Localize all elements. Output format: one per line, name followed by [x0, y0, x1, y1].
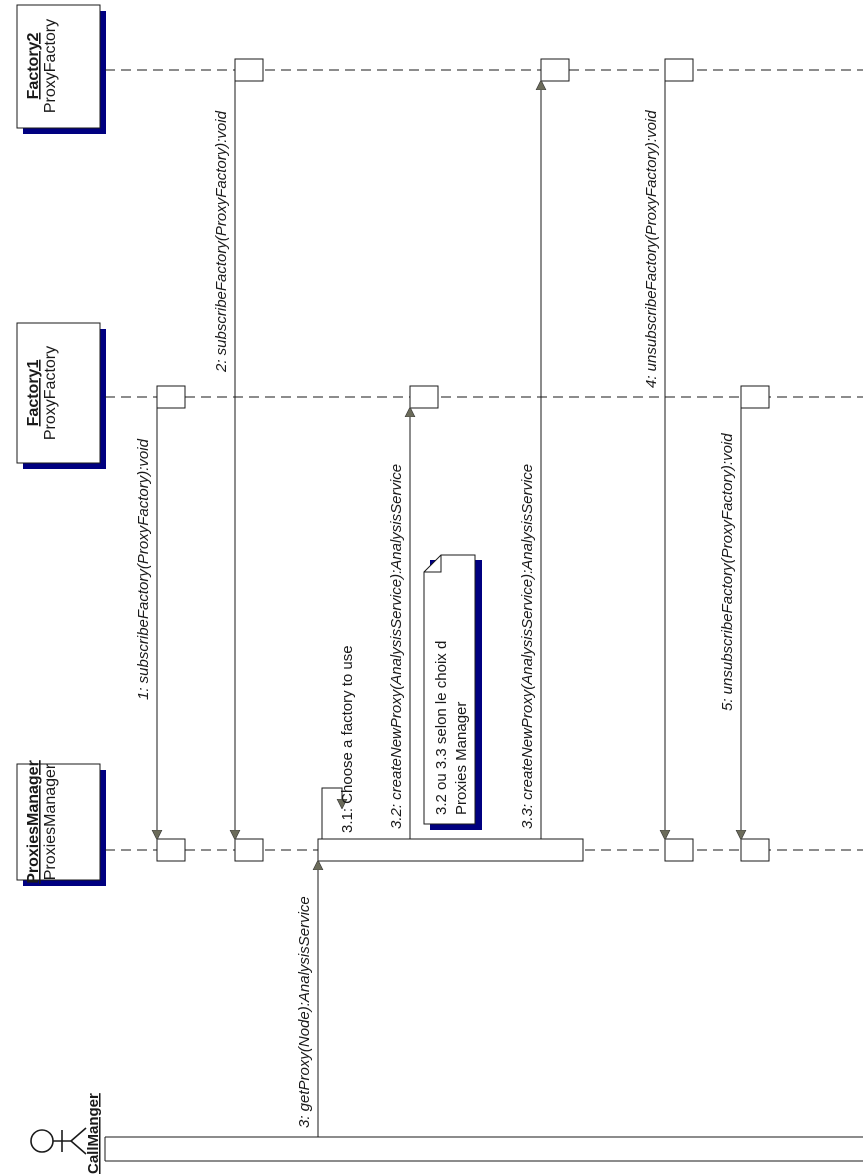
- lifeline-factory1: Factory1 ProxyFactory: [16, 322, 863, 469]
- note-text-line-2: Proxies Manager: [453, 702, 470, 815]
- activation-box: [156, 838, 186, 862]
- message-label: 3.3: createNewProxy(AnalysisService):Ana…: [519, 464, 536, 829]
- object-class: ProxyFactory: [42, 19, 59, 113]
- activations: [156, 58, 770, 862]
- activation-box: [740, 838, 770, 862]
- activation-box: [664, 838, 694, 862]
- message-5: 5: unsubscribeFactory(ProxyFactory):void: [719, 408, 741, 839]
- object-class: ProxyFactory: [42, 346, 59, 440]
- activation-box: [740, 385, 770, 409]
- note: 3.2 ou 3.3 selon le choix d Proxies Mana…: [423, 554, 482, 830]
- message-label: 2: subscribeFactory(ProxyFactory):void: [213, 110, 230, 373]
- message-4: 4: unsubscribeFactory(ProxyFactory):void: [643, 81, 665, 839]
- lifeline-factory2: Factory2 ProxyFactory: [16, 4, 863, 134]
- message-1: 1: subscribeFactory(ProxyFactory):void: [135, 408, 157, 839]
- self-message-arrow: [321, 787, 342, 839]
- message-label: 4: unsubscribeFactory(ProxyFactory):void: [643, 110, 660, 388]
- lifeline-proxies-manager: ProxiesManager ProxiesManager: [16, 760, 863, 886]
- activation-box: [156, 385, 186, 409]
- actor-label: CallManger: [85, 1093, 102, 1174]
- message-3-1: 3.1: Choose a factory to use: [321, 645, 356, 839]
- activation-box: [540, 58, 570, 82]
- message-label: 1: subscribeFactory(ProxyFactory):void: [135, 438, 152, 700]
- activation-box: [409, 385, 439, 409]
- activation-box: [234, 838, 264, 862]
- message-label: 3.2: createNewProxy(AnalysisService):Ana…: [388, 464, 405, 829]
- note-fold: [424, 555, 442, 573]
- note-text-line-1: 3.2 ou 3.3 selon le choix d: [433, 641, 450, 815]
- message-2: 2: subscribeFactory(ProxyFactory):void: [213, 81, 235, 839]
- object-name: Factory2: [25, 33, 42, 100]
- message-label: 5: unsubscribeFactory(ProxyFactory):void: [719, 433, 736, 711]
- message-3-2: 3.2: createNewProxy(AnalysisService):Ana…: [388, 408, 410, 839]
- object-name: Factory1: [25, 360, 42, 427]
- message-label: 3.1: Choose a factory to use: [339, 645, 356, 833]
- note-shape: [423, 554, 476, 825]
- actor-callmanger: CallManger: [30, 1093, 863, 1174]
- message-3: 3: getProxy(Node):AnalysisService: [296, 861, 318, 1137]
- object-name: ProxiesManager: [25, 760, 42, 884]
- activation-box: [234, 58, 264, 82]
- object-class: ProxiesManager: [42, 763, 59, 880]
- message-3-3: 3.3: createNewProxy(AnalysisService):Ana…: [519, 81, 541, 839]
- activation-box: [317, 838, 584, 862]
- actor-stick-figure-icon: [30, 1127, 87, 1155]
- message-label: 3: getProxy(Node):AnalysisService: [296, 896, 313, 1128]
- activation-box: [664, 58, 694, 82]
